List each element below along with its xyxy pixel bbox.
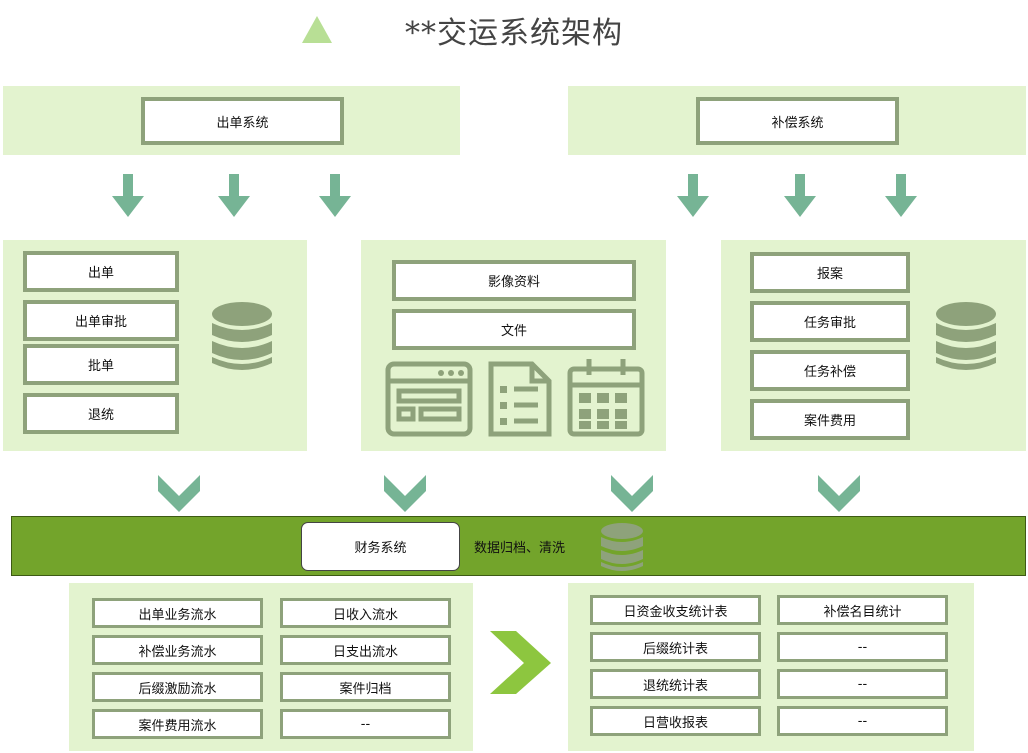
task-compensation-box[interactable]: 任务补偿 — [750, 350, 910, 391]
database-icon — [601, 523, 643, 571]
issuance-system-box[interactable]: 出单系统 — [141, 97, 344, 145]
issue-box[interactable]: 出单 — [23, 251, 179, 292]
database-icon — [936, 302, 996, 370]
archive-cleanse-label: 数据归档、清洗 — [474, 541, 566, 556]
compensation-system-box[interactable]: 补偿系统 — [696, 97, 899, 145]
calendar-icon — [567, 359, 645, 437]
refund-report-box[interactable]: 退统统计表 — [590, 669, 761, 699]
placeholder-box[interactable]: -- — [777, 632, 948, 662]
issuance-ledger-box[interactable]: 出单业务流水 — [92, 598, 263, 628]
suffix-report-box[interactable]: 后缀统计表 — [590, 632, 761, 662]
case-expense-ledger-box[interactable]: 案件费用流水 — [92, 709, 263, 739]
media-materials-box[interactable]: 影像资料 — [392, 260, 636, 301]
browser-window-icon — [385, 361, 473, 437]
endorsement-box[interactable]: 批单 — [23, 344, 179, 385]
document-list-icon — [488, 361, 552, 437]
finance-bar — [11, 516, 1026, 576]
chevron-right-icon — [490, 631, 551, 694]
placeholder-box[interactable]: -- — [777, 706, 948, 736]
file-box[interactable]: 文件 — [392, 309, 636, 350]
issue-approval-box[interactable]: 出单审批 — [23, 300, 179, 341]
finance-system-box[interactable]: 财务系统 — [301, 522, 460, 571]
arrow-down-icon — [677, 174, 709, 217]
chevron-down-icon — [818, 475, 860, 512]
daily-fund-report-box[interactable]: 日资金收支统计表 — [590, 595, 761, 625]
task-approval-box[interactable]: 任务审批 — [750, 301, 910, 342]
case-expense-box[interactable]: 案件费用 — [750, 399, 910, 440]
arrow-down-icon — [218, 174, 250, 217]
database-icon — [212, 302, 272, 370]
placeholder-box[interactable]: -- — [777, 669, 948, 699]
arrow-down-icon — [112, 174, 144, 217]
chevron-down-icon — [384, 475, 426, 512]
arrow-down-icon — [885, 174, 917, 217]
arrow-down-icon — [784, 174, 816, 217]
report-case-box[interactable]: 报案 — [750, 252, 910, 293]
refund-box[interactable]: 退统 — [23, 393, 179, 434]
triangle-icon — [302, 16, 332, 43]
chevron-down-icon — [158, 475, 200, 512]
compensation-item-report-box[interactable]: 补偿名目统计 — [777, 595, 948, 625]
incentive-ledger-box[interactable]: 后缀激励流水 — [92, 672, 263, 702]
arrow-down-icon — [319, 174, 351, 217]
daily-expense-box[interactable]: 日支出流水 — [280, 635, 451, 665]
daily-revenue-report-box[interactable]: 日营收报表 — [590, 706, 761, 736]
compensation-ledger-box[interactable]: 补偿业务流水 — [92, 635, 263, 665]
chevron-down-icon — [611, 475, 653, 512]
daily-income-box[interactable]: 日收入流水 — [280, 598, 451, 628]
placeholder-box[interactable]: -- — [280, 709, 451, 739]
page-title: **交运系统架构 — [405, 16, 623, 51]
case-archive-box[interactable]: 案件归档 — [280, 672, 451, 702]
